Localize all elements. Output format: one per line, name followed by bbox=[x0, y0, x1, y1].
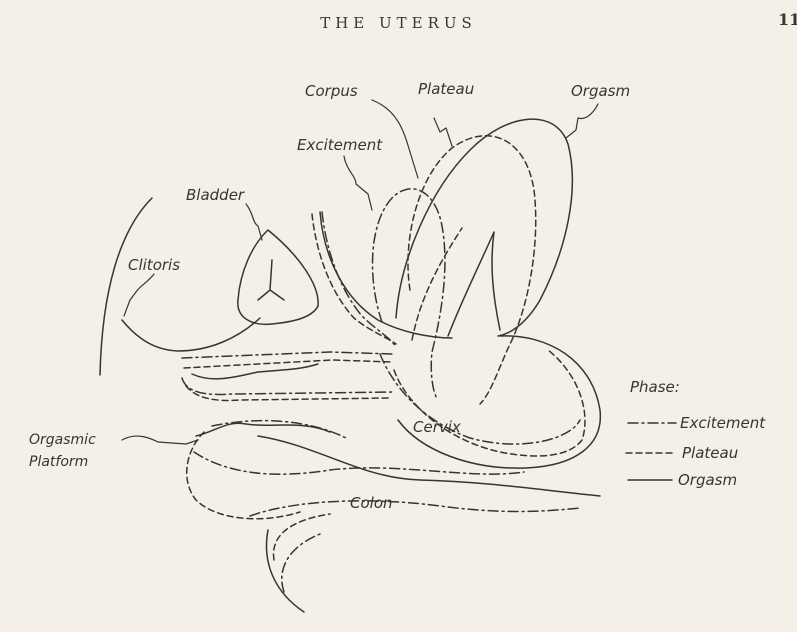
vaginal-wall-upper-2 bbox=[184, 360, 392, 368]
legend-label-orgasm: Orgasm bbox=[678, 471, 737, 489]
label-orgasm: Orgasm bbox=[571, 82, 630, 100]
clitoris-leader bbox=[124, 274, 154, 316]
uterus-plateau-body bbox=[408, 136, 536, 404]
uterus-excitement-front bbox=[322, 212, 396, 348]
legend-label-excitement: Excitement bbox=[680, 414, 766, 432]
clitoris-contour bbox=[122, 318, 260, 351]
uterus-plateau-inner bbox=[412, 228, 462, 340]
colon-lower-excitement bbox=[282, 534, 320, 592]
label-bladder: Bladder bbox=[186, 186, 245, 204]
vaginal-wall-lower bbox=[182, 378, 395, 394]
platform-plateau bbox=[187, 432, 300, 519]
label-excitement: Excitement bbox=[297, 136, 383, 154]
orgasmic-platform-upper bbox=[192, 364, 318, 379]
label-orgasmic-platform-line1: Orgasmic bbox=[29, 432, 96, 448]
colon-lower-solid bbox=[267, 530, 305, 612]
label-cervix: Cervix bbox=[413, 418, 461, 436]
plateau-leader bbox=[434, 118, 452, 146]
bladder-leader bbox=[246, 204, 262, 240]
cervix-orgasm bbox=[398, 336, 600, 468]
uterus-excitement-body bbox=[373, 189, 445, 400]
bladder-outline bbox=[238, 230, 318, 324]
label-colon: Colon bbox=[350, 494, 393, 512]
label-clitoris: Clitoris bbox=[128, 256, 180, 274]
uterus-orgasm-body bbox=[396, 119, 572, 336]
platform-excitement bbox=[212, 421, 346, 438]
bladder-inner-mark bbox=[258, 260, 284, 300]
excitement-leader bbox=[344, 156, 372, 210]
legend-label-plateau: Plateau bbox=[682, 444, 738, 462]
orgasmic-platform-leader bbox=[122, 436, 198, 444]
phase-legend: Phase: Excitement Plateau Orgasm bbox=[626, 378, 766, 489]
outer-body-contour bbox=[100, 198, 152, 375]
vaginal-wall-upper bbox=[182, 352, 392, 358]
legend-title: Phase: bbox=[630, 378, 680, 396]
orgasm-leader bbox=[566, 104, 598, 138]
uterus-orgasm-inner bbox=[448, 232, 500, 336]
label-corpus: Corpus bbox=[305, 82, 358, 100]
colon-middle bbox=[250, 501, 580, 516]
cervix-plateau bbox=[394, 350, 585, 456]
uterus-orgasm-front bbox=[320, 212, 452, 338]
label-orgasmic-platform-line2: Platform bbox=[29, 454, 88, 470]
colon-lower-dashed bbox=[273, 514, 330, 560]
label-plateau: Plateau bbox=[418, 80, 474, 98]
